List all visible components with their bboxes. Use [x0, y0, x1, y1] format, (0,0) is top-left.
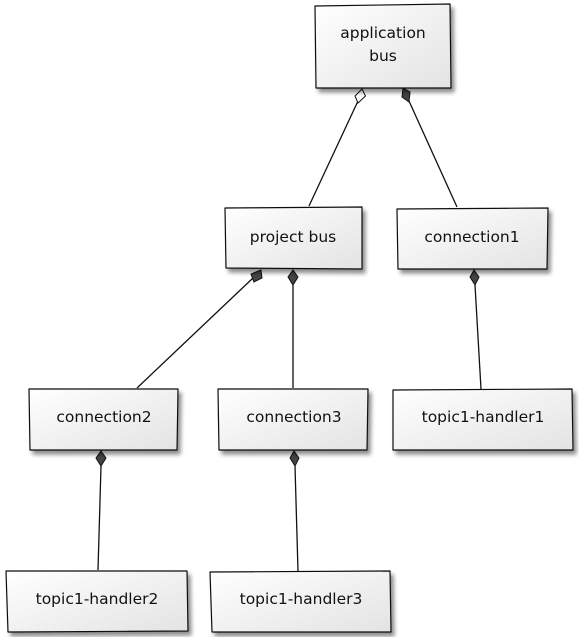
edge-connection2-topic1-handler2 [97, 465, 102, 571]
node-connection1-label: connection1 [424, 228, 519, 246]
node-connection2[interactable]: connection2 [28, 388, 179, 451]
edge-application-bus-connection1 [408, 100, 458, 208]
edges [95, 87, 482, 572]
composition-diamond-icon [469, 269, 480, 287]
node-connection2-label: connection2 [56, 408, 151, 426]
node-application-bus-label-line1: application [340, 24, 426, 42]
nodes: application bus project bus connection1 … [5, 3, 574, 633]
node-connection3-label: connection3 [246, 408, 341, 426]
node-project-bus[interactable]: project bus [224, 206, 363, 270]
composition-diamond-icon [289, 450, 300, 468]
aggregation-diamond-icon [354, 88, 367, 104]
composition-diamond-icon [95, 450, 107, 467]
node-connection1[interactable]: connection1 [396, 207, 549, 270]
composition-diamond-icon [401, 87, 411, 103]
node-topic1-handler1-label: topic1-handler1 [422, 408, 545, 426]
edge-project-bus-connection2 [136, 277, 254, 389]
node-application-bus[interactable]: application bus [314, 3, 452, 89]
node-topic1-handler2[interactable]: topic1-handler2 [5, 570, 189, 633]
edge-connection3-topic1-handler3 [294, 465, 299, 572]
edge-application-bus-project-bus [308, 100, 359, 207]
node-topic1-handler1[interactable]: topic1-handler1 [392, 388, 574, 451]
node-topic1-handler3-label: topic1-handler3 [240, 590, 363, 608]
edge-connection1-topic1-handler1 [474, 284, 482, 390]
composition-diamond-icon [287, 269, 299, 286]
composition-diamond-icon [250, 269, 263, 283]
node-topic1-handler3[interactable]: topic1-handler3 [209, 570, 392, 633]
node-topic1-handler2-label: topic1-handler2 [36, 590, 159, 608]
node-connection3[interactable]: connection3 [217, 388, 369, 451]
node-application-bus-label-line2: bus [369, 47, 397, 65]
node-project-bus-label: project bus [250, 228, 336, 246]
